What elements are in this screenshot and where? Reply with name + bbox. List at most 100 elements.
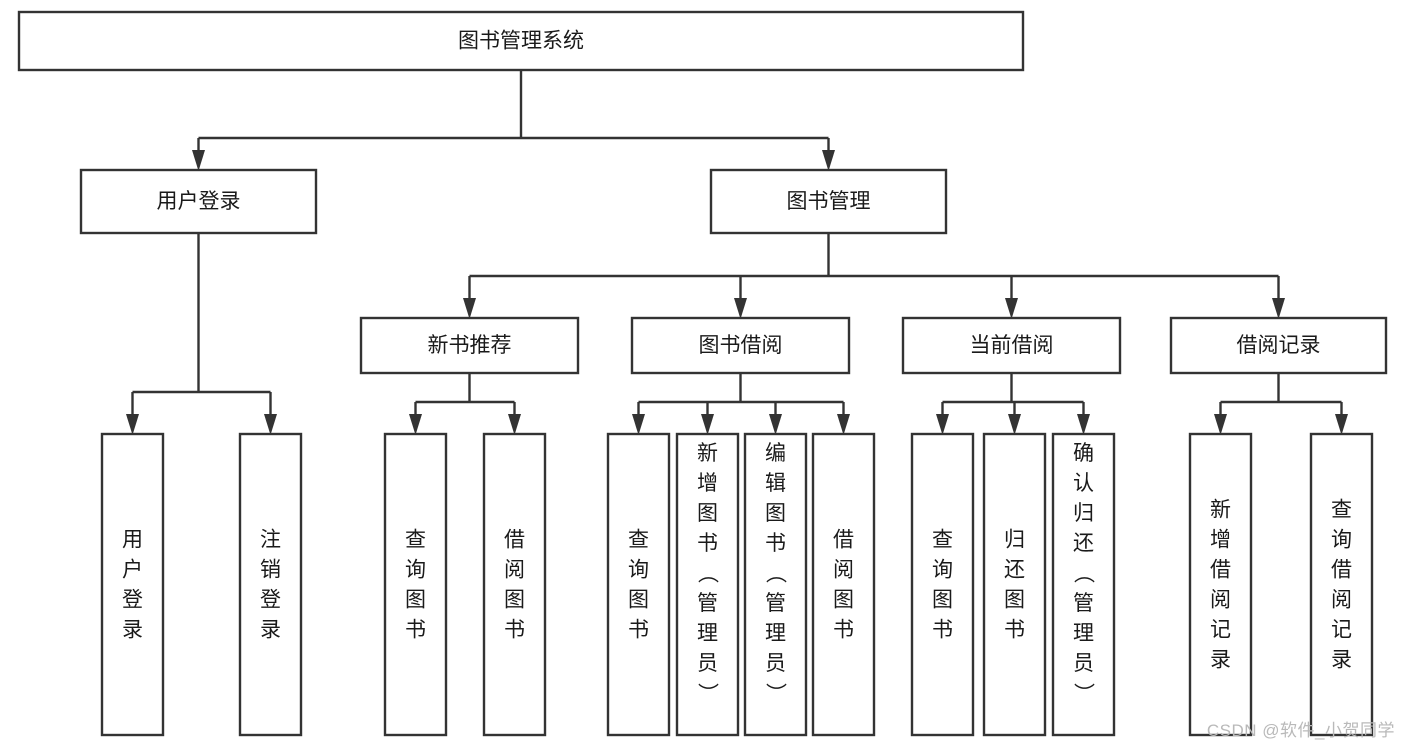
node-label-char: 阅 <box>833 559 854 582</box>
node-new-book-rec[interactable]: 新书推荐 <box>359 316 580 375</box>
arrow-head-icon <box>264 414 277 435</box>
node-label-char: 图 <box>932 589 953 612</box>
node-label-char: 记 <box>1331 619 1352 642</box>
node-label-char: 图 <box>405 589 426 612</box>
node-leaf-borrow-book-1[interactable]: 借阅图书借阅图书 <box>482 432 547 737</box>
node-label-char: 借 <box>1210 559 1231 582</box>
node-box[interactable] <box>709 168 948 235</box>
node-label-char: 书 <box>765 532 786 555</box>
node-label-char: 管 <box>697 592 718 615</box>
node-borrow-record[interactable]: 借阅记录 <box>1169 316 1388 375</box>
node-box[interactable] <box>100 432 165 737</box>
node-user-login[interactable]: 用户登录 <box>79 168 318 235</box>
node-label-char: 借 <box>1331 559 1352 582</box>
node-box[interactable] <box>630 316 851 375</box>
node-layer: 图书管理系统用户登录图书管理新书推荐图书借阅当前借阅借阅记录用户登录用户登录注销… <box>17 10 1388 737</box>
node-label: 新书推荐 <box>428 334 512 357</box>
node-book-borrow[interactable]: 图书借阅 <box>630 316 851 375</box>
node-label-char: 认 <box>1073 472 1094 495</box>
node-label-char: ） <box>1072 683 1095 704</box>
node-leaf-query-record[interactable]: 查询借阅记录查询借阅记录 <box>1309 432 1374 737</box>
node-box[interactable] <box>982 432 1047 737</box>
node-current-borrow[interactable]: 当前借阅 <box>901 316 1122 375</box>
node-label-char: 归 <box>1004 529 1025 552</box>
connector-group <box>936 373 1090 435</box>
arrow-head-icon <box>632 414 645 435</box>
node-label-char: 新 <box>1210 499 1231 522</box>
node-box[interactable] <box>238 432 303 737</box>
node-leaf-query-book-1[interactable]: 查询图书查询图书 <box>383 432 448 737</box>
node-leaf-logout[interactable]: 注销登录注销登录 <box>238 432 303 737</box>
arrow-head-icon <box>192 150 205 171</box>
node-label-char: 理 <box>697 622 718 645</box>
node-label-char: 书 <box>405 619 426 642</box>
node-leaf-return-book[interactable]: 归还图书归还图书 <box>982 432 1047 737</box>
arrow-head-icon <box>734 298 747 319</box>
node-label-char: 书 <box>833 619 854 642</box>
node-label-char: 管 <box>1073 592 1094 615</box>
node-label-char: 归 <box>1073 502 1094 525</box>
node-box[interactable] <box>17 10 1025 72</box>
node-label-char: 书 <box>932 619 953 642</box>
node-label-char: 用 <box>122 529 143 552</box>
node-label-char: 增 <box>697 472 718 495</box>
node-label-char: 图 <box>765 502 786 525</box>
node-label-char: 录 <box>260 619 281 642</box>
node-label-char: 理 <box>1073 622 1094 645</box>
node-label-char: 还 <box>1004 559 1025 582</box>
node-box[interactable] <box>743 432 808 737</box>
node-box[interactable] <box>675 432 740 737</box>
node-label-char: 员 <box>765 652 786 675</box>
node-label-char: 书 <box>697 532 718 555</box>
node-box[interactable] <box>482 432 547 737</box>
node-label-char: 图 <box>1004 589 1025 612</box>
node-leaf-add-record[interactable]: 新增借阅记录新增借阅记录 <box>1188 432 1253 737</box>
node-leaf-query-book-2[interactable]: 查询图书查询图书 <box>606 432 671 737</box>
node-label-char: 借 <box>833 529 854 552</box>
node-box[interactable] <box>383 432 448 737</box>
node-leaf-borrow-book-2[interactable]: 借阅图书借阅图书 <box>811 432 876 737</box>
node-label-char: 书 <box>1004 619 1025 642</box>
node-label-char: 询 <box>1331 529 1352 552</box>
node-box[interactable] <box>901 316 1122 375</box>
node-box[interactable] <box>1309 432 1374 737</box>
node-box[interactable] <box>606 432 671 737</box>
node-label-char: 图 <box>697 502 718 525</box>
node-label: 图书管理系统 <box>458 30 584 53</box>
node-label-char: 登 <box>122 589 143 612</box>
node-label-char: 录 <box>1331 649 1352 672</box>
node-root[interactable]: 图书管理系统 <box>17 10 1025 72</box>
node-book-mgmt[interactable]: 图书管理 <box>709 168 948 235</box>
connector-group <box>632 373 850 435</box>
node-label-char: 录 <box>1210 649 1231 672</box>
arrow-head-icon <box>463 298 476 319</box>
node-box[interactable] <box>811 432 876 737</box>
arrow-head-icon <box>701 414 714 435</box>
node-label-char: 员 <box>697 652 718 675</box>
node-box[interactable] <box>1051 432 1116 737</box>
node-leaf-user-login[interactable]: 用户登录用户登录 <box>100 432 165 737</box>
node-box[interactable] <box>359 316 580 375</box>
node-box[interactable] <box>1169 316 1388 375</box>
arrow-head-icon <box>769 414 782 435</box>
arrow-head-icon <box>936 414 949 435</box>
arrow-head-icon <box>1214 414 1227 435</box>
node-leaf-query-book-3[interactable]: 查询图书查询图书 <box>910 432 975 737</box>
node-box[interactable] <box>1188 432 1253 737</box>
node-label-char: 管 <box>765 592 786 615</box>
node-label: 当前借阅 <box>970 334 1054 357</box>
arrow-head-icon <box>409 414 422 435</box>
node-label-char: 销 <box>260 559 281 582</box>
node-box[interactable] <box>910 432 975 737</box>
node-box[interactable] <box>79 168 318 235</box>
node-label-char: 询 <box>628 559 649 582</box>
node-label-char: 理 <box>765 622 786 645</box>
node-label-char: 员 <box>1073 652 1094 675</box>
node-label-char: 注 <box>260 529 281 552</box>
connector-group <box>463 233 1285 319</box>
node-label-char: （ <box>696 563 719 584</box>
node-label-char: 询 <box>405 559 426 582</box>
